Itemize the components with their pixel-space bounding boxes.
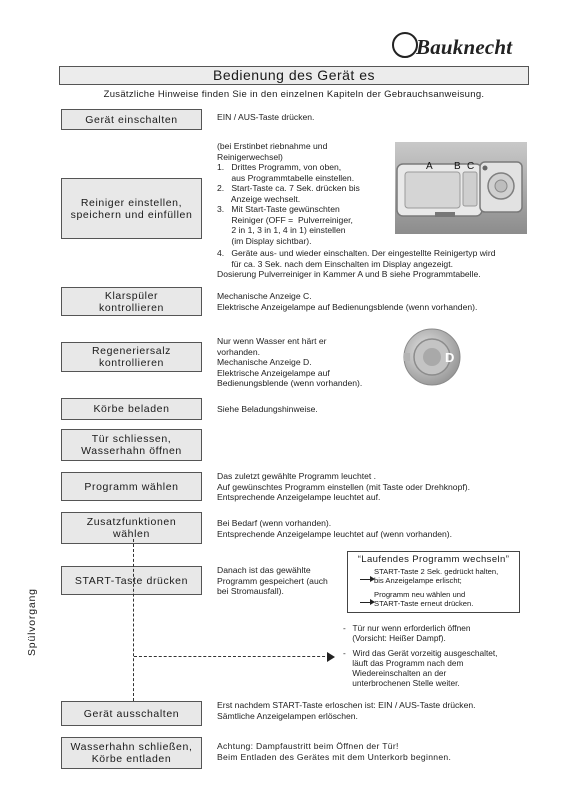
step-desc: Das zuletzt gewählte Programm leuchtet .… (217, 471, 470, 502)
step-label: Reiniger einstellen, speichern und einfü… (70, 196, 193, 221)
running-note: - Tür nur wenn erforderlich öffnen (Vors… (343, 623, 471, 643)
step-label: Wasserhahn schließen, Körbe entladen (70, 741, 193, 765)
step-tuer-schliessen: Tür schliessen, Wasserhahn öffnen (61, 429, 202, 461)
bauknecht-logo: Bauknecht (392, 30, 527, 60)
step-desc: Achtung: Dampfaustritt beim Öffnen der T… (217, 741, 452, 762)
arrow-right-icon (360, 599, 376, 605)
step-label: Regeneriersalz kontrollieren (91, 345, 172, 369)
callout-item: Programm neu wählen und START-Taste erne… (352, 590, 473, 626)
step-regeneriersalz: Regeneriersalz kontrollieren (61, 342, 202, 372)
label-c: C (467, 161, 474, 172)
step-label: Gerät einschalten (85, 113, 178, 126)
step-label: Tür schliessen, Wasserhahn öffnen (81, 433, 182, 457)
step-desc: (bei Erstinbet riebnahme und Reinigerwec… (217, 141, 360, 246)
page-title: Bedienung des Gerät es (59, 66, 529, 85)
step-desc-continued: 4. Geräte aus- und wieder einschalten. D… (217, 248, 496, 279)
step-label: Körbe beladen (93, 403, 170, 415)
page-subtitle: Zusätzliche Hinweise finden Sie in den e… (103, 89, 485, 100)
step-desc: Danach ist das gewählte Programm gespeic… (217, 565, 328, 596)
label-b: B (454, 161, 461, 172)
step-desc: Mechanische Anzeige C. Elektrische Anzei… (217, 291, 478, 312)
step-label: Programm wählen (84, 480, 179, 493)
running-phase-line (133, 539, 134, 701)
step-label: Klarspüler kontrollieren (99, 289, 164, 314)
detergent-dispenser-photo: A B C (395, 142, 527, 234)
step-label: Gerät ausschalten (83, 707, 180, 720)
running-note: - Wird das Gerät vorzeitig ausgeschaltet… (343, 648, 498, 688)
step-label: Zusatzfunktionen wählen (86, 516, 177, 540)
arrow-right-icon (360, 576, 376, 582)
step-reiniger-einstellen: Reiniger einstellen, speichern und einfü… (61, 178, 202, 239)
step-desc: Siehe Beladungshinweise. (217, 404, 318, 414)
step-wasserhahn-schliessen: Wasserhahn schließen, Körbe entladen (61, 737, 202, 769)
callout-item-text: Programm neu wählen und START-Taste erne… (374, 590, 474, 608)
step-geraet-einschalten: Gerät einschalten (61, 109, 202, 130)
label-a: A (426, 161, 433, 172)
step-desc: Erst nachdem START-Taste erloschen ist: … (217, 700, 476, 721)
step-geraet-ausschalten: Gerät ausschalten (61, 701, 202, 726)
salt-indicator-illustration: D (403, 328, 461, 386)
spuelvorgang-label: Spülvorgang (26, 588, 38, 656)
callout-item-text: START-Taste 2 Sek. gedrückt halten, bis … (374, 567, 499, 585)
step-start-taste: START-Taste drücken (61, 566, 202, 595)
step-desc: Nur wenn Wasser ent härt er vorhanden. M… (217, 336, 363, 388)
step-label: START-Taste drücken (74, 574, 189, 587)
callout-title: “Laufendes Programm wechseln” (357, 554, 510, 565)
step-klarspueler: Klarspüler kontrollieren (61, 287, 202, 316)
detergent-dispenser-illustration: A B C (395, 142, 527, 234)
brand-name: Bauknecht (416, 35, 513, 59)
arrow-right-icon (327, 652, 335, 662)
step-koerbe-beladen: Körbe beladen (61, 398, 202, 420)
running-phase-arrow-line (134, 656, 330, 657)
program-change-callout: “Laufendes Programm wechseln” START-Tast… (347, 551, 520, 613)
salt-indicator-photo: D (400, 327, 467, 387)
callout-item: START-Taste 2 Sek. gedrückt halten, bis … (352, 567, 498, 603)
step-desc: Bei Bedarf (wenn vorhanden). Entsprechen… (217, 518, 453, 539)
step-zusatzfunktionen: Zusatzfunktionen wählen (61, 512, 202, 544)
logo-ring (392, 32, 418, 58)
step-desc: EIN / AUS-Taste drücken. (217, 112, 315, 122)
label-d: D (445, 350, 454, 365)
step-programm-waehlen: Programm wählen (61, 472, 202, 501)
